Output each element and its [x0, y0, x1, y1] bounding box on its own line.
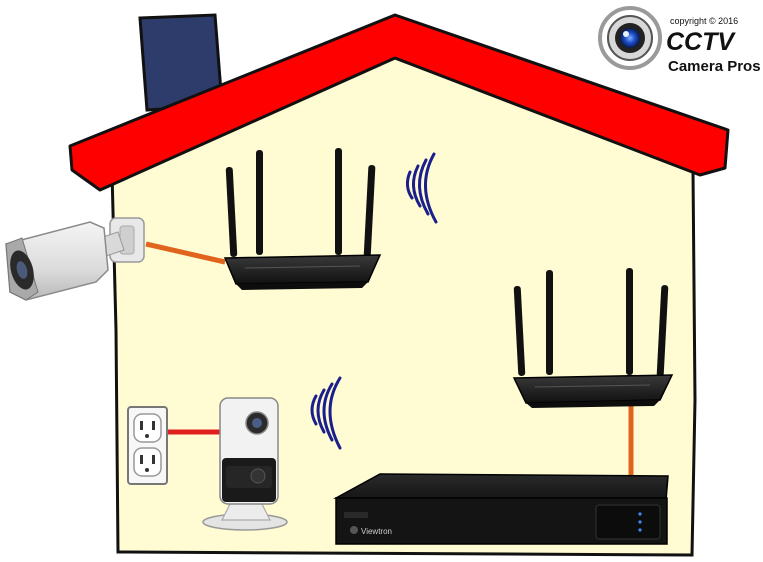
- power-outlet-icon: [127, 406, 168, 485]
- logo-copyright: copyright © 2016: [670, 16, 738, 26]
- bullet-camera-icon: [5, 217, 145, 301]
- cctv-camera-pros-logo: copyright © 2016 CCTV Camera Pros: [598, 6, 761, 75]
- logo-brand-line2: Camera Pros: [668, 58, 761, 75]
- cable-camera-to-router: [145, 241, 226, 265]
- nvr-recorder-icon: Viewtron: [333, 473, 669, 545]
- nvr-brand-label: Viewtron: [361, 527, 392, 536]
- wifi-signal-icon: [405, 152, 438, 224]
- wifi-router-icon: [223, 148, 382, 290]
- logo-lens-icon: [598, 6, 662, 70]
- logo-brand-line1: CCTV: [666, 28, 736, 56]
- house-roof: [68, 13, 730, 192]
- wifi-router-icon-2: [512, 268, 674, 408]
- wifi-signal-icon-2: [310, 376, 342, 450]
- wifi-cube-camera-icon: [202, 397, 288, 531]
